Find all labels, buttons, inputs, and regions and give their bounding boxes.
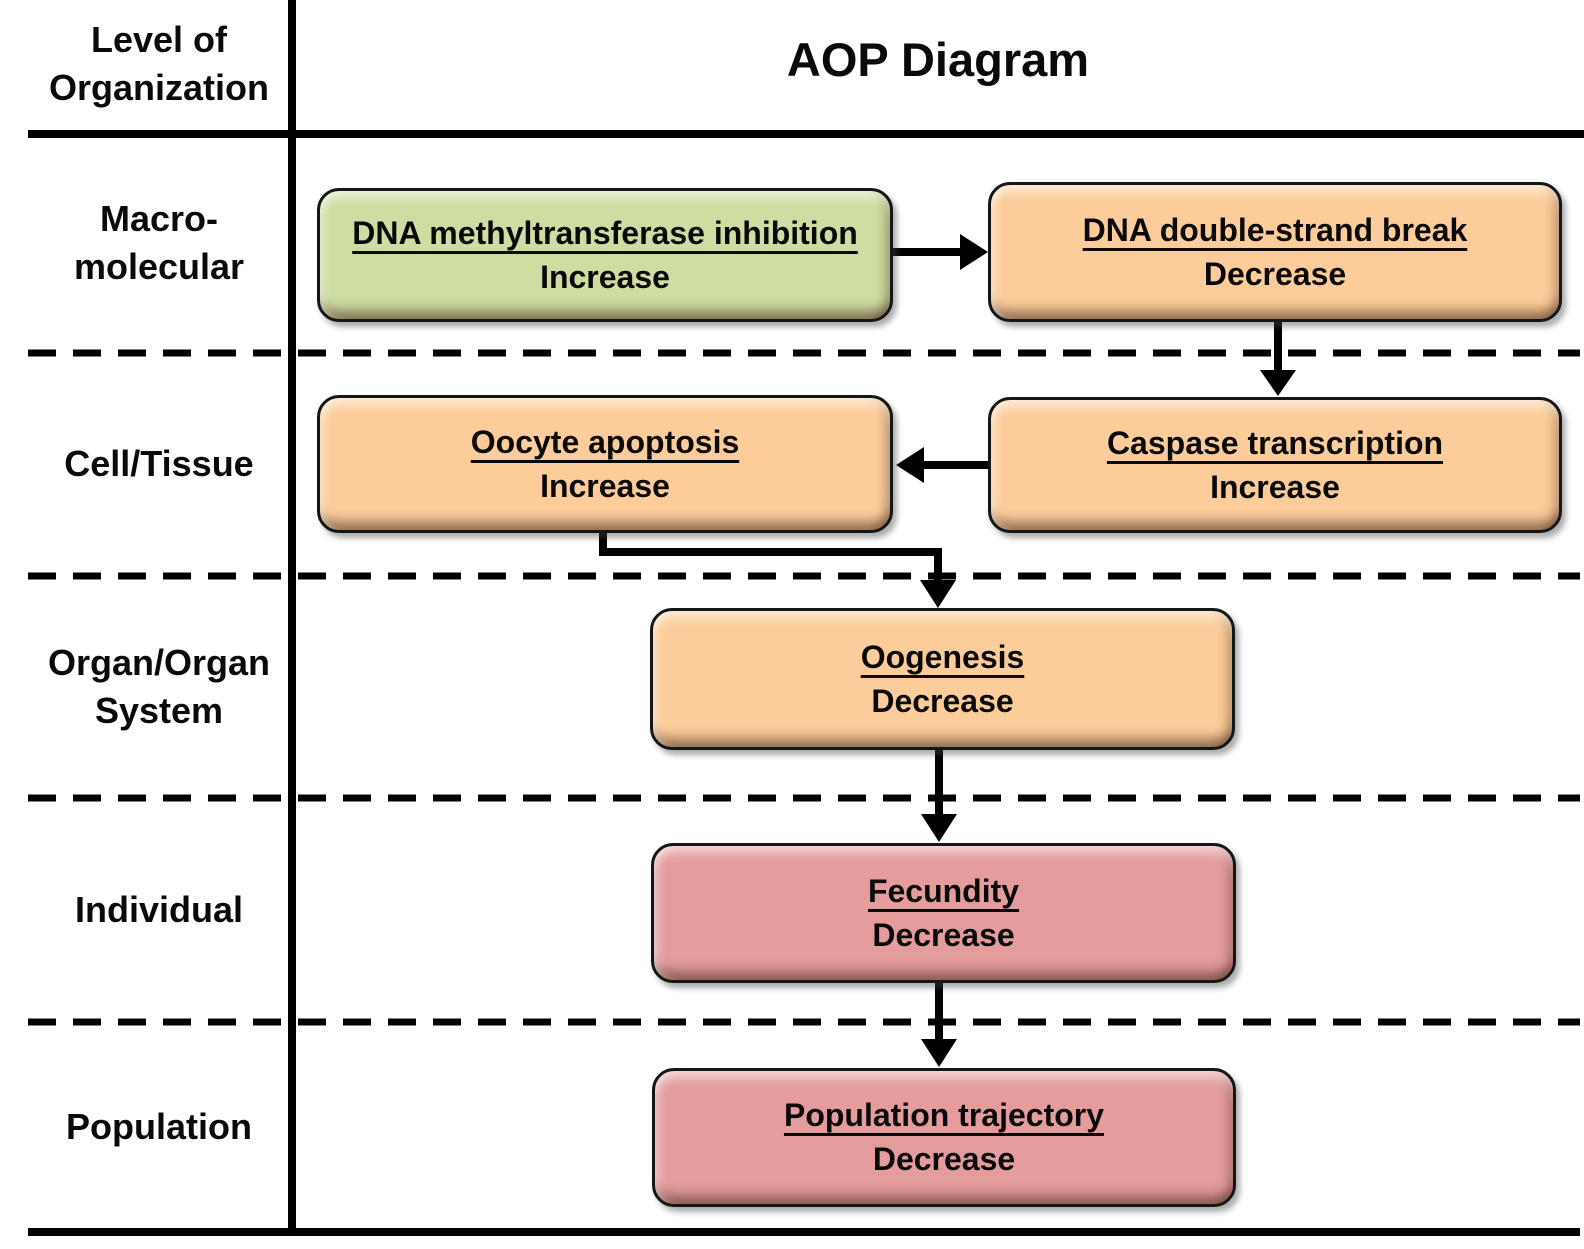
node-direction-text: Decrease <box>871 682 1014 719</box>
node-oogenesis: Oogenesis Decrease <box>650 608 1235 750</box>
node-oocyte-apoptosis: Oocyte apoptosis Increase <box>317 395 893 533</box>
arrow-caspase-to-oocyte <box>896 447 988 483</box>
node-direction-text: Decrease <box>872 1141 1016 1177</box>
arrow-oocyte-to-oogenesis <box>599 533 956 608</box>
row-label-organ-organ-system: Organ/Organ System <box>47 642 271 731</box>
node-name-text: Oocyte apoptosis <box>470 423 740 460</box>
node-name-text: DNA methyltransferase inhibition <box>352 214 858 251</box>
arrow-dsb-to-caspase <box>1260 322 1296 396</box>
row-label-population: Population <box>66 1106 252 1147</box>
node-direction-text: Increase <box>1210 468 1340 505</box>
row-label-macro-molecular: Macro- molecular <box>73 198 245 287</box>
node-direction-text: Increase <box>540 467 670 504</box>
row-label-individual: Individual <box>74 889 243 930</box>
node-population-trajectory: Population trajectory Decrease <box>652 1068 1236 1207</box>
axis-title: Level of Organization <box>48 19 269 108</box>
node-direction-text: Increase <box>540 258 670 295</box>
node-name-text: DNA double-strand break <box>1082 211 1468 248</box>
node-name-text: Population trajectory <box>783 1097 1105 1134</box>
node-fecundity: Fecundity Decrease <box>651 843 1236 983</box>
node-dna-double-strand-break: DNA double-strand break Decrease <box>988 182 1562 322</box>
arrow-fecundity-to-population <box>921 983 957 1067</box>
node-name-text: Caspase transcription <box>1106 424 1444 461</box>
node-name-text: Oogenesis <box>860 638 1025 675</box>
diagram-title: AOP Diagram <box>786 33 1090 86</box>
node-direction-text: Decrease <box>1203 255 1347 292</box>
arrow-oogenesis-to-fecundity <box>921 750 957 842</box>
node-caspase-transcription: Caspase transcription Increase <box>988 397 1562 533</box>
row-label-cell-tissue: Cell/Tissue <box>64 443 254 484</box>
node-direction-text: Decrease <box>872 916 1015 953</box>
node-dna-methyltransferase-inhibition: DNA methyltransferase inhibition Increas… <box>317 188 893 322</box>
node-name-text: Fecundity <box>867 872 1020 909</box>
arrow-dnmt-to-dsb <box>893 234 988 270</box>
